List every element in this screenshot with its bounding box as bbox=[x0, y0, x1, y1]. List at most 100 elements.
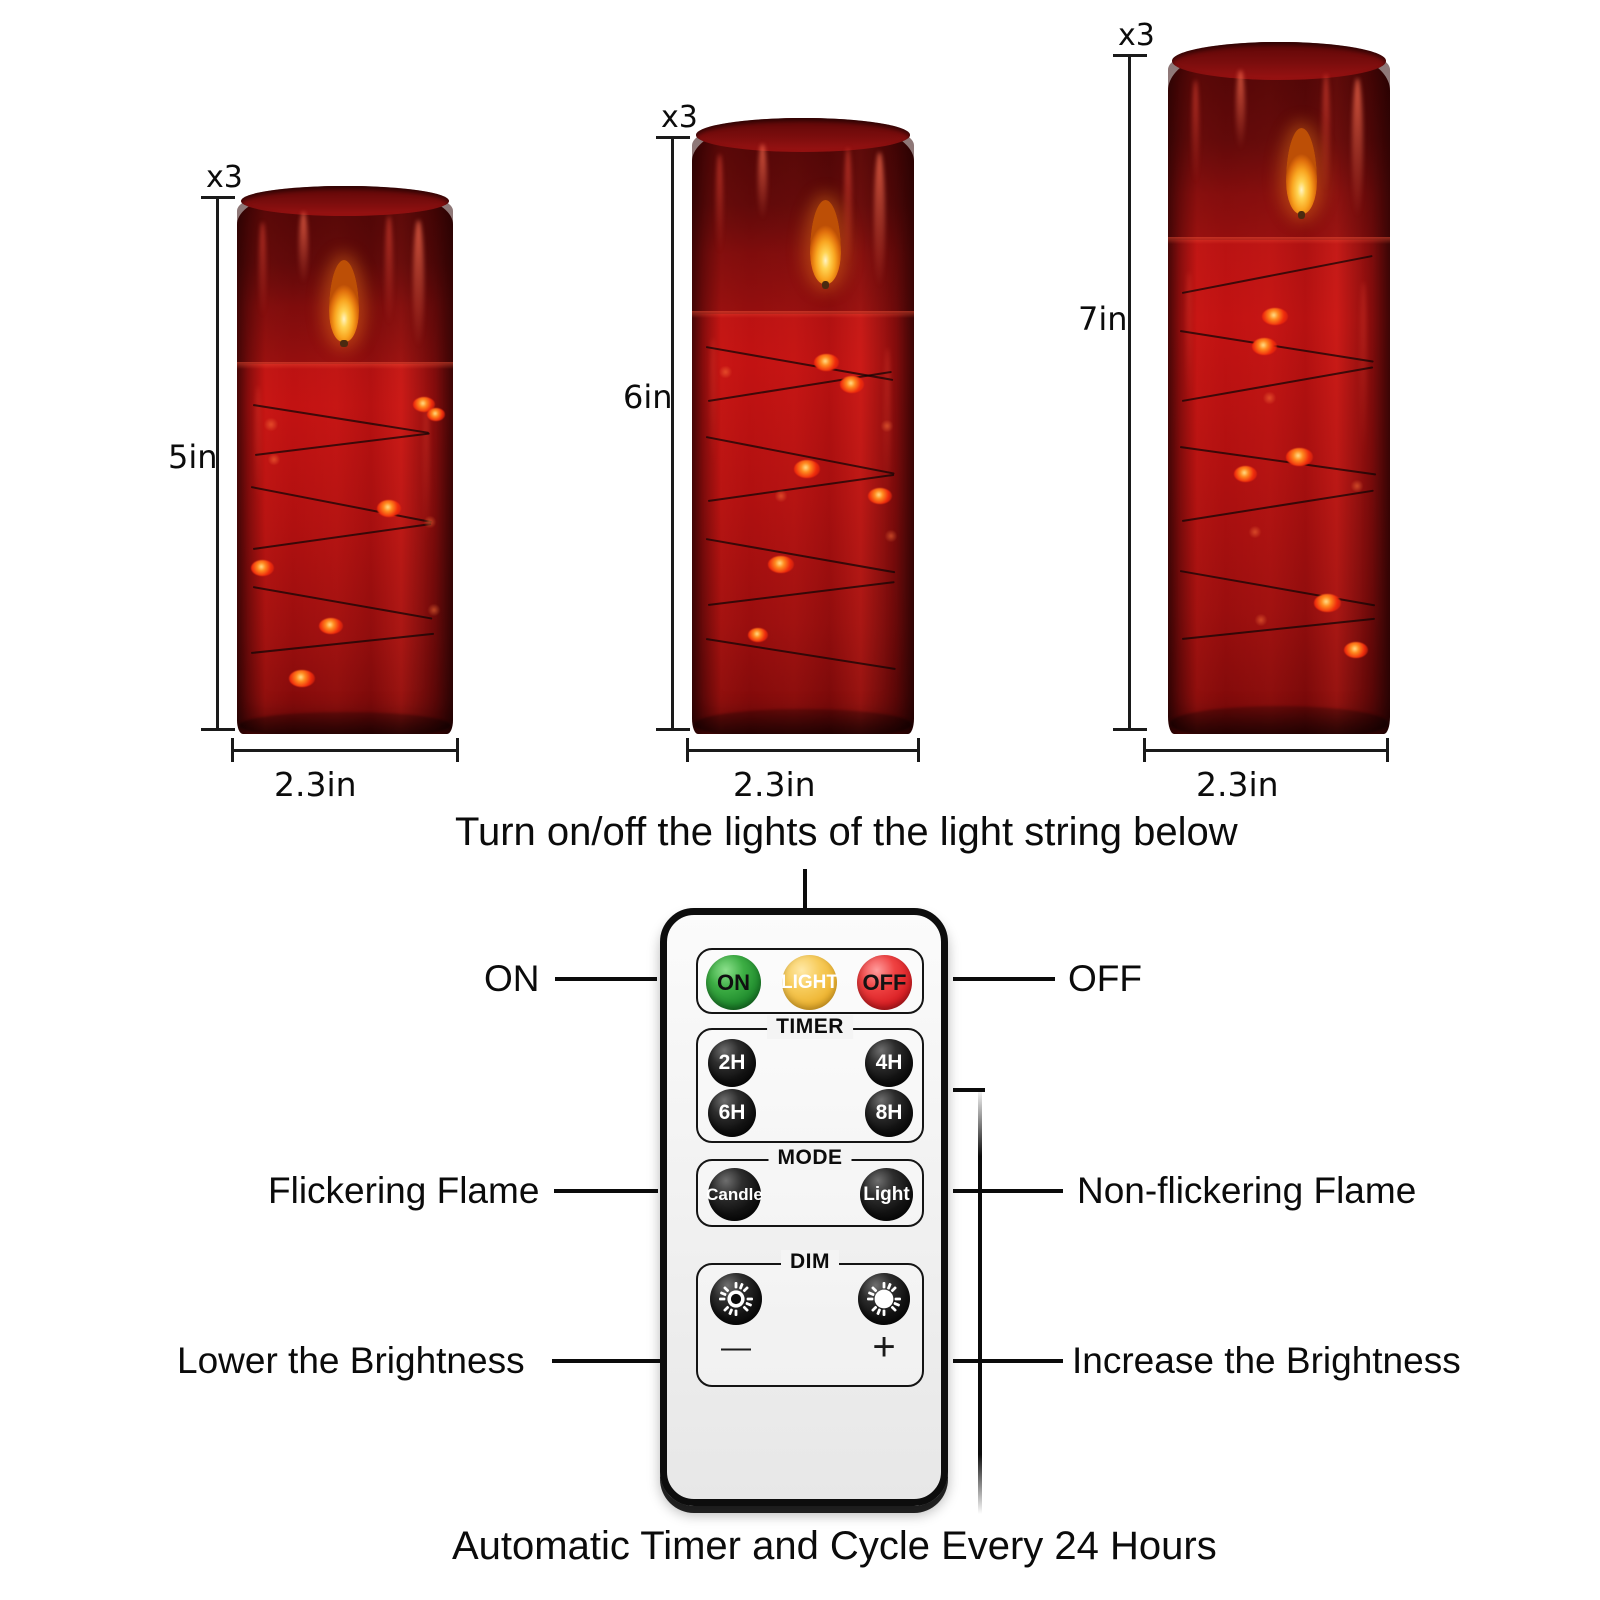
dim-panel: DIM bbox=[696, 1250, 924, 1387]
highlight-1f bbox=[423, 396, 430, 546]
dim-tick-bottom-1 bbox=[201, 728, 235, 731]
callout-on-label: ON bbox=[484, 958, 540, 999]
power-light-button[interactable]: LIGHT bbox=[781, 955, 838, 1010]
candle-wax-line-3 bbox=[1168, 237, 1390, 244]
flame-glow-1 bbox=[329, 260, 359, 342]
led-1-7 bbox=[263, 418, 279, 431]
led-1-4 bbox=[251, 560, 274, 576]
candle-base-2 bbox=[694, 709, 912, 734]
led-2-6 bbox=[748, 628, 768, 642]
highlight-2b bbox=[758, 144, 767, 220]
lead-flickering-flame bbox=[554, 1189, 658, 1193]
width-tick-right-3 bbox=[1386, 738, 1389, 762]
led-3-8 bbox=[1350, 480, 1364, 492]
dim-line-width-1 bbox=[231, 749, 459, 752]
timer-4h-button[interactable]: 4H bbox=[865, 1039, 913, 1087]
width-label-candle-2: 2.3in bbox=[733, 765, 816, 804]
bottom-caption: Automatic Timer and Cycle Every 24 Hours bbox=[452, 1524, 1217, 1568]
led-1-2 bbox=[427, 408, 445, 421]
led-2-7 bbox=[718, 366, 733, 378]
lead-stem-top-tick bbox=[953, 1088, 985, 1092]
remote-control: ON LIGHT OFF TIMER 2H 4H 6H 8H MODE Cand… bbox=[660, 908, 948, 1506]
lead-increase-brightness bbox=[953, 1359, 1063, 1363]
mode-panel: MODE Candle Light bbox=[696, 1146, 924, 1227]
power-on-button[interactable]: ON bbox=[706, 955, 761, 1010]
led-3-9 bbox=[1248, 526, 1262, 538]
dim-increase-button[interactable] bbox=[858, 1273, 910, 1325]
height-label-candle-3: 7in bbox=[1078, 300, 1128, 338]
timer-2h-button[interactable]: 2H bbox=[708, 1039, 756, 1087]
led-3-5 bbox=[1314, 594, 1341, 612]
candle-rim-1 bbox=[241, 186, 449, 217]
callout-lower-brightness-label: Lower the Brightness bbox=[177, 1340, 525, 1381]
candle-1 bbox=[237, 186, 453, 734]
highlight-1a bbox=[259, 222, 266, 318]
flame-glow-3 bbox=[1286, 128, 1317, 214]
mode-legend: MODE bbox=[768, 1146, 852, 1170]
candle-base-3 bbox=[1170, 706, 1388, 734]
power-panel: ON LIGHT OFF bbox=[696, 948, 924, 1014]
mode-light-button[interactable]: Light bbox=[860, 1168, 913, 1221]
highlight-3a bbox=[1192, 80, 1199, 184]
highlight-3b bbox=[1236, 70, 1245, 150]
lead-off bbox=[953, 977, 1055, 981]
lead-on bbox=[555, 977, 657, 981]
power-off-button[interactable]: OFF bbox=[857, 955, 912, 1010]
led-3-6 bbox=[1344, 642, 1368, 658]
timer-6h-button[interactable]: 6H bbox=[708, 1089, 756, 1137]
candle-rim-3 bbox=[1172, 42, 1386, 81]
highlight-2d bbox=[874, 152, 885, 288]
flame-wick-3 bbox=[1297, 211, 1306, 220]
callout-non-flickering-flame-label: Non-flickering Flame bbox=[1077, 1170, 1417, 1211]
dim-legend: DIM bbox=[781, 1250, 839, 1274]
highlight-3f bbox=[1360, 282, 1367, 462]
led-2-9 bbox=[774, 490, 788, 502]
dim-line-height-3 bbox=[1128, 54, 1131, 731]
led-1-9 bbox=[423, 516, 437, 528]
led-2-8 bbox=[880, 420, 894, 432]
led-1-5 bbox=[319, 618, 343, 634]
led-1-3 bbox=[377, 500, 401, 517]
flame-glow-2 bbox=[810, 200, 841, 284]
mode-candle-button[interactable]: Candle bbox=[706, 1168, 763, 1221]
led-1-6 bbox=[289, 670, 315, 687]
flame-candle-2 bbox=[810, 200, 841, 290]
highlight-2e bbox=[710, 338, 716, 468]
led-3-1 bbox=[1262, 308, 1288, 325]
led-2-5 bbox=[768, 556, 794, 573]
top-caption: Turn on/off the lights of the light stri… bbox=[455, 810, 1238, 854]
width-label-candle-1: 2.3in bbox=[274, 765, 357, 804]
sun-bright-icon bbox=[867, 1282, 901, 1316]
timer-legend: TIMER bbox=[767, 1015, 853, 1039]
highlight-1e bbox=[255, 386, 261, 506]
highlight-1b bbox=[299, 212, 308, 284]
sun-dim-icon bbox=[719, 1282, 753, 1316]
dim-line-width-3 bbox=[1143, 749, 1389, 752]
timer-panel: TIMER 2H 4H 6H 8H bbox=[696, 1015, 924, 1143]
qty-label-candle-1: x3 bbox=[206, 160, 243, 195]
led-1-10 bbox=[427, 604, 441, 616]
dim-tick-bottom-3 bbox=[1113, 728, 1147, 731]
led-2-10 bbox=[884, 530, 898, 542]
timer-8h-button[interactable]: 8H bbox=[865, 1089, 913, 1137]
highlight-1d bbox=[413, 220, 424, 348]
led-2-3 bbox=[794, 460, 820, 478]
width-tick-right-2 bbox=[917, 738, 920, 762]
lead-non-flickering-flame bbox=[953, 1189, 1063, 1193]
dim-tick-bottom-2 bbox=[656, 728, 690, 731]
candle-rim-2 bbox=[696, 118, 910, 152]
dim-decrease-button[interactable] bbox=[710, 1273, 762, 1325]
dim-plus-label: + bbox=[872, 1325, 896, 1369]
candle-base-1 bbox=[239, 712, 451, 734]
led-2-1 bbox=[814, 354, 839, 371]
highlight-1c bbox=[385, 216, 393, 326]
flame-wick-2 bbox=[821, 281, 830, 290]
highlight-3e bbox=[1186, 272, 1192, 412]
led-3-2 bbox=[1252, 338, 1277, 355]
qty-label-candle-3: x3 bbox=[1118, 18, 1155, 53]
led-1-1 bbox=[413, 397, 435, 412]
dim-minus-label: — bbox=[721, 1331, 751, 1364]
height-label-candle-1: 5in bbox=[168, 438, 218, 476]
candle-2 bbox=[692, 118, 914, 734]
